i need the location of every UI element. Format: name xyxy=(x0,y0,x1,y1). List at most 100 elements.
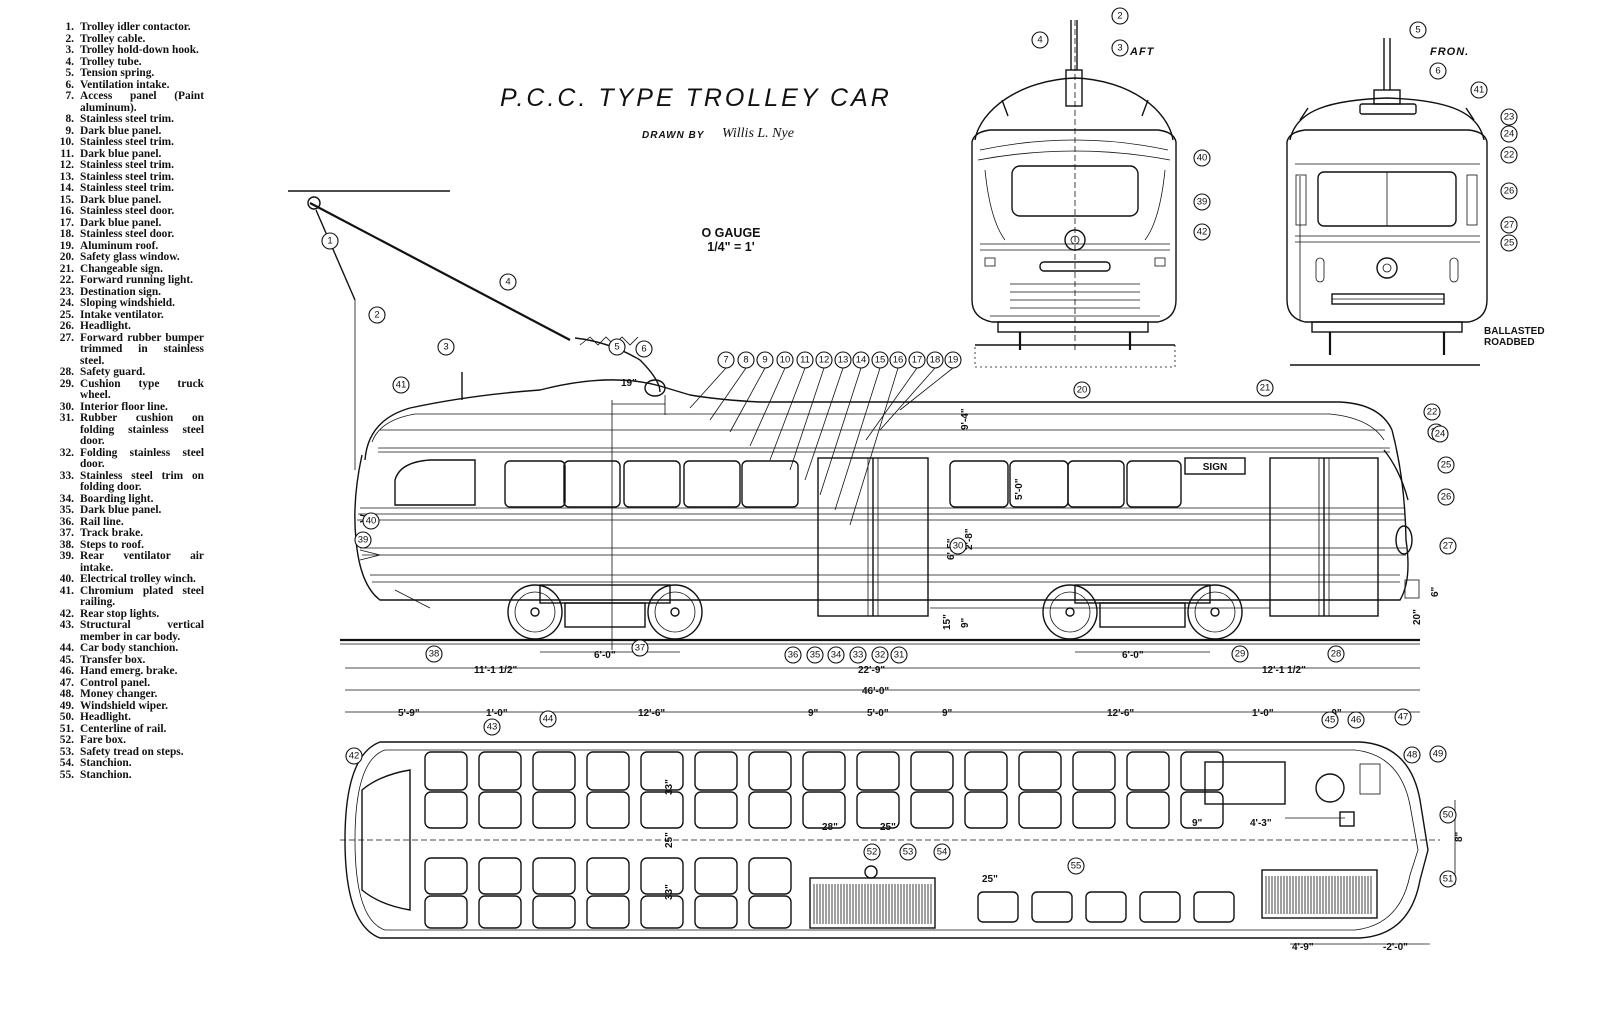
callout-circle xyxy=(827,646,845,664)
seat xyxy=(586,791,630,829)
callout-circle xyxy=(631,639,649,657)
legend-item: 18.Stainless steel door. xyxy=(52,228,204,241)
legend-item: 40.Electrical trolley winch. xyxy=(52,573,204,586)
callout-number: 4 xyxy=(505,277,510,288)
seat xyxy=(1193,891,1235,923)
callout-circle xyxy=(539,710,557,728)
dim-overhang-rear: 11'-1 1/2" xyxy=(474,665,518,676)
seat xyxy=(532,791,576,829)
callout-side-12: 12 xyxy=(815,351,833,369)
legend-item: 14.Stainless steel trim. xyxy=(52,182,204,195)
legend-text: Intake ventilator. xyxy=(80,308,164,321)
legend-text: Stainless steel door. xyxy=(80,205,175,217)
legend-number: 18. xyxy=(59,228,74,240)
legend-text: Track brake. xyxy=(80,527,144,539)
seat xyxy=(1139,891,1181,923)
legend-text: Electrical trolley winch. xyxy=(80,573,196,585)
dim-width-33b: 33" xyxy=(664,884,675,900)
legend-item: 8.Stainless steel trim. xyxy=(52,113,204,126)
callout-circle xyxy=(899,843,917,861)
callout-circle xyxy=(635,340,653,358)
dim-plan-row: 5'-9" xyxy=(398,708,420,719)
legend-item: 19.Aluminum roof. xyxy=(52,240,204,253)
callout-plan-49: 49 xyxy=(1429,745,1447,763)
dim-overall: 46'-0" xyxy=(862,686,889,697)
callout-circle xyxy=(1111,39,1129,57)
legend-number: 22. xyxy=(59,274,74,286)
gauge-scale-note: O GAUGE 1/4" = 1' xyxy=(676,226,786,254)
callout-circle xyxy=(1429,62,1447,80)
callout-number: 29 xyxy=(1235,649,1246,660)
dim-plan-row: 1'-0" xyxy=(1252,708,1274,719)
callout-number: 14 xyxy=(856,355,867,366)
callout-number: 25 xyxy=(1504,238,1515,249)
callout-number: 11 xyxy=(800,355,810,366)
callout-circle xyxy=(1193,223,1211,241)
dim-bumper-6: 6" xyxy=(1430,586,1441,597)
legend-number: 55. xyxy=(59,768,74,781)
seat xyxy=(424,751,468,791)
legend-number: 50. xyxy=(59,711,74,723)
plan-view xyxy=(340,741,1440,939)
callout-side-20: 20 xyxy=(1073,381,1091,399)
legend-number: 11. xyxy=(60,147,74,160)
legend-number: 51. xyxy=(59,722,74,735)
leader-line xyxy=(749,367,786,447)
wheel-rim xyxy=(654,591,696,633)
legend-text: Stainless steel trim. xyxy=(80,170,174,183)
legend-item: 6.Ventilation intake. xyxy=(52,79,204,92)
seat xyxy=(748,857,792,895)
callout-circle xyxy=(1439,537,1457,555)
seat xyxy=(856,751,900,791)
callout-circle xyxy=(362,512,380,530)
seat xyxy=(964,751,1008,791)
legend-text: Headlight. xyxy=(80,320,131,332)
legend-number: 25. xyxy=(59,308,74,321)
callout-number: 2 xyxy=(1117,11,1122,22)
wheel-hub xyxy=(670,607,680,617)
callout-plan-47: 47 xyxy=(1394,708,1412,726)
dim-plan-row: 9" xyxy=(808,708,819,719)
callout-number: 27 xyxy=(1504,220,1515,231)
legend-text: Centerline of rail. xyxy=(80,722,167,735)
callout-number: 31 xyxy=(894,650,905,661)
callout-side-9: 9 xyxy=(756,351,774,369)
legend-item: 24.Sloping windshield. xyxy=(52,297,204,310)
legend-item: 32.Folding stainless steel door. xyxy=(52,447,204,471)
legend-item: 4.Trolley tube. xyxy=(52,56,204,69)
callout-front-23: 23 xyxy=(1500,108,1518,126)
seat xyxy=(640,791,684,829)
side-window xyxy=(623,460,681,508)
callout-number: 41 xyxy=(1474,85,1485,96)
callout-circle xyxy=(784,646,802,664)
legend-item: 1.Trolley idler contactor. xyxy=(52,21,204,34)
callout-side-1: 1 xyxy=(321,232,339,250)
callout-number: 43 xyxy=(487,722,498,733)
callout-front-26: 26 xyxy=(1500,182,1518,200)
legend-number: 10. xyxy=(59,136,74,148)
legend-text: Rear ventilator air intake. xyxy=(80,550,204,574)
legend-text: Structural vertical member in car body. xyxy=(80,619,204,643)
legend-number: 20. xyxy=(59,251,74,263)
ballasted-roadbed-label: BALLASTED ROADBED xyxy=(1484,326,1545,348)
side-window xyxy=(949,460,1009,508)
callout-number: 38 xyxy=(429,649,440,660)
legend-number: 2. xyxy=(65,32,74,45)
legend-text: Stanchion. xyxy=(80,768,132,781)
legend-item: 45.Transfer box. xyxy=(52,654,204,667)
legend-number: 26. xyxy=(59,320,74,332)
callout-number: 22 xyxy=(1504,150,1515,161)
legend-text: Tension spring. xyxy=(80,67,155,79)
callout-plan-44: 44 xyxy=(539,710,557,728)
legend-text: Access panel (Paint aluminum). xyxy=(80,90,204,114)
legend-text: Dark blue panel. xyxy=(80,504,162,516)
legend-item: 50.Headlight. xyxy=(52,711,204,724)
callout-aft-2: 2 xyxy=(1111,7,1129,25)
legend-text: Windshield wiper. xyxy=(80,699,168,712)
callout-number: 45 xyxy=(1325,715,1336,726)
legend-number: 30. xyxy=(59,400,74,413)
seat xyxy=(694,791,738,829)
wheel-rim xyxy=(1049,591,1091,633)
callout-number: 40 xyxy=(366,516,377,527)
